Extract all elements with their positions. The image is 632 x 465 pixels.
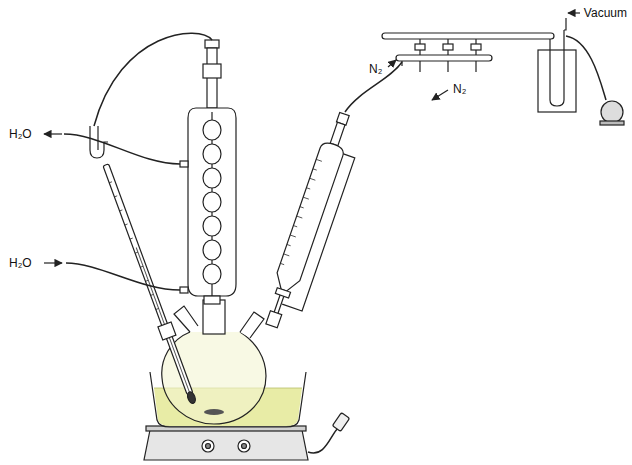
- water-hose: [66, 263, 180, 290]
- power-cord: [308, 428, 338, 453]
- three-neck-flask: [204, 409, 224, 415]
- vacuum-pump: [601, 101, 623, 123]
- flow-label: N₂: [368, 62, 383, 76]
- addition-funnel: [275, 288, 290, 298]
- thermometer: [136, 247, 190, 393]
- allihn-condenser: [203, 144, 221, 164]
- cold-trap: [568, 12, 580, 13]
- stir-plate: [144, 430, 308, 460]
- addition-funnel: [280, 159, 321, 265]
- cold-trap: [564, 18, 566, 30]
- power-cord: [332, 413, 349, 432]
- allihn-condenser: [203, 192, 221, 212]
- addition-funnel: [260, 110, 367, 334]
- thermometer: [158, 322, 176, 340]
- vacuum-pump: [566, 36, 624, 125]
- three-neck-flask: [162, 332, 266, 424]
- allihn-condenser: [203, 240, 221, 260]
- bubbler: [97, 126, 98, 150]
- flow-label: Vacuum: [583, 6, 628, 20]
- power-cord: [308, 413, 350, 453]
- stir-plate: [144, 426, 308, 460]
- three-neck-flask: [240, 312, 264, 338]
- schlenk-line: [396, 55, 492, 61]
- flow-label: N₂: [452, 82, 467, 96]
- schlenk-line: [382, 33, 554, 72]
- cold-trap: [538, 13, 580, 112]
- water-hose: [44, 262, 62, 263]
- flow-label: H₂O: [8, 127, 33, 141]
- nitrogen-hose: [345, 62, 402, 112]
- vacuum-pump: [600, 121, 624, 125]
- schlenk-line: [471, 44, 481, 50]
- thermometer: [103, 164, 193, 395]
- bubbler: [94, 33, 212, 126]
- addition-funnel: [330, 122, 345, 145]
- schlenk-line: [388, 60, 396, 67]
- water-hose: [44, 133, 62, 134]
- schlenk-line: [420, 39, 476, 55]
- water-hose: [64, 134, 180, 164]
- bubbler: [90, 33, 212, 158]
- cold-trap: [550, 30, 564, 106]
- thermometer: [186, 391, 197, 405]
- schlenk-line: [382, 33, 554, 39]
- stir-plate: [202, 440, 214, 452]
- stir-plate: [238, 440, 250, 452]
- schlenk-line: [443, 44, 453, 50]
- thermometer: [99, 162, 200, 405]
- allihn-condenser: [203, 216, 221, 236]
- vacuum-pump: [566, 36, 606, 100]
- nitrogen-hose: [345, 62, 448, 112]
- addition-funnel: [282, 151, 355, 311]
- allihn-condenser: [203, 264, 221, 284]
- three-neck-flask: [174, 306, 198, 332]
- allihn-condenser: [203, 168, 221, 188]
- schlenk-line: [420, 61, 476, 72]
- stir-plate: [242, 444, 247, 449]
- addition-funnel: [266, 311, 282, 328]
- water-hose: [44, 134, 180, 290]
- allihn-condenser: [203, 120, 221, 140]
- flow-label: H₂O: [8, 256, 33, 270]
- thermometer: [109, 182, 158, 310]
- three-neck-flask: [203, 300, 225, 334]
- bubbler: [90, 126, 108, 158]
- allihn-condenser: [204, 296, 220, 304]
- stir-plate: [206, 444, 211, 449]
- cold-trap: [538, 50, 576, 112]
- allihn-condenser: [180, 287, 188, 293]
- allihn-condenser: [205, 40, 219, 48]
- allihn-condenser: [203, 64, 221, 78]
- schlenk-line: [401, 61, 402, 66]
- allihn-condenser: [180, 161, 188, 167]
- allihn-condenser: [188, 108, 236, 296]
- allihn-condenser: [180, 40, 236, 304]
- schlenk-line: [415, 44, 425, 50]
- nitrogen-hose: [432, 90, 448, 100]
